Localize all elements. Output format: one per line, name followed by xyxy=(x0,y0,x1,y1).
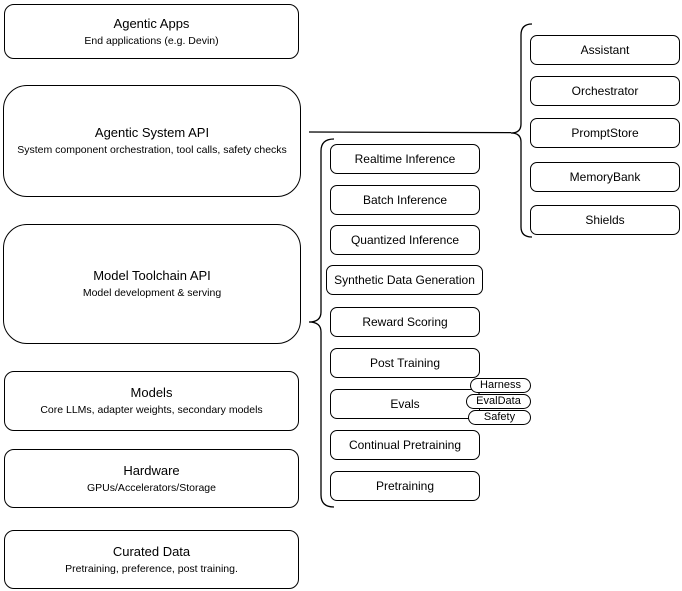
layer-title: Model Toolchain API xyxy=(93,268,211,283)
layer-title: Curated Data xyxy=(112,543,191,559)
connector-line xyxy=(308,131,512,134)
layer-agentic-system-api: Agentic System API System component orch… xyxy=(3,85,301,197)
tag-safety: Safety xyxy=(468,410,531,425)
node-pretraining: Pretraining xyxy=(330,471,480,501)
node-reward-scoring: Reward Scoring xyxy=(330,307,480,337)
node-memorybank: MemoryBank xyxy=(530,162,680,192)
node-promptstore: PromptStore xyxy=(530,118,680,148)
node-realtime-inference: Realtime Inference xyxy=(330,144,480,174)
node-batch-inference: Batch Inference xyxy=(330,185,480,215)
layer-title: Agentic System API xyxy=(94,125,210,140)
layer-model-toolchain-api: Model Toolchain API Model development & … xyxy=(3,224,301,344)
layer-models: Models Core LLMs, adapter weights, secon… xyxy=(4,371,299,431)
layer-subtitle: Core LLMs, adapter weights, secondary mo… xyxy=(40,404,263,416)
layer-curated-data: Curated Data Pretraining, preference, po… xyxy=(4,530,299,589)
layer-hardware: Hardware GPUs/Accelerators/Storage xyxy=(4,449,299,508)
node-quantized-inference: Quantized Inference xyxy=(330,225,480,255)
layer-agentic-apps: Agentic Apps End applications (e.g. Devi… xyxy=(4,4,299,59)
layer-title: Agentic Apps xyxy=(113,15,190,31)
tag-evaldata: EvalData xyxy=(466,394,531,409)
node-post-training: Post Training xyxy=(330,348,480,378)
layer-subtitle: Model development & serving xyxy=(82,287,222,299)
layer-subtitle: End applications (e.g. Devin) xyxy=(84,34,219,47)
layer-title: Hardware xyxy=(123,462,180,478)
node-shields: Shields xyxy=(530,205,680,235)
node-orchestrator: Orchestrator xyxy=(530,76,680,106)
layer-title: Models xyxy=(130,385,173,400)
node-evals: Evals xyxy=(330,389,480,419)
curly-brace-system xyxy=(510,23,533,238)
layer-subtitle: System component orchestration, tool cal… xyxy=(17,144,287,156)
node-synthetic-data-generation: Synthetic Data Generation xyxy=(326,265,483,295)
tag-harness: Harness xyxy=(470,378,531,393)
node-assistant: Assistant xyxy=(530,35,680,65)
layer-subtitle: GPUs/Accelerators/Storage xyxy=(87,481,216,494)
layer-subtitle: Pretraining, preference, post training. xyxy=(65,562,238,575)
curly-brace-toolchain xyxy=(308,138,335,508)
node-continual-pretraining: Continual Pretraining xyxy=(330,430,480,460)
